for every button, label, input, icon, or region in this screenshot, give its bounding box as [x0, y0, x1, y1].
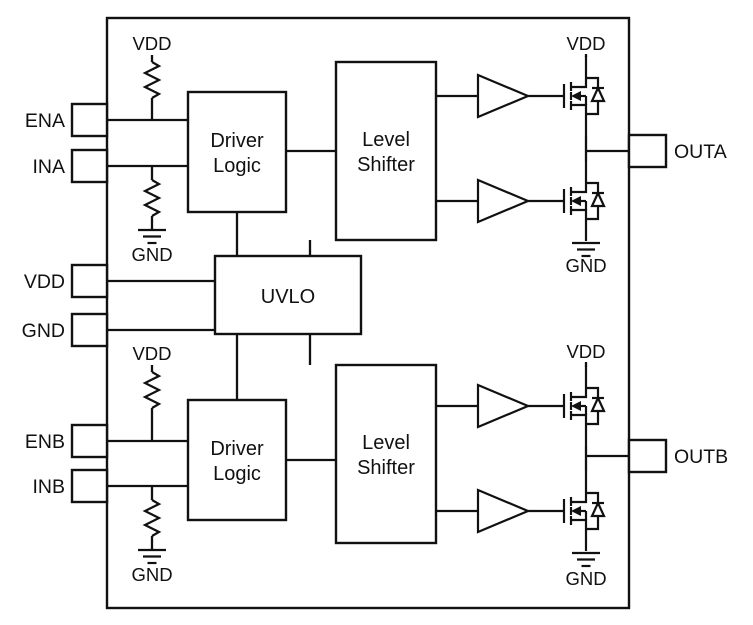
vdd-label-a-right: VDD — [566, 33, 605, 54]
pin-outa — [627, 133, 668, 169]
pin-label-outb: OUTB — [674, 446, 728, 468]
level-shifter-b-label-line2: Shifter — [357, 457, 415, 479]
wires — [107, 54, 629, 551]
driver-logic-a-label-line2: Logic — [213, 155, 261, 177]
level-shifter-a-block — [334, 60, 438, 242]
wire-uvlo-links — [235, 212, 312, 400]
channel-a-output-stage: VDD GND — [476, 33, 607, 276]
gnd-label-a-right: GND — [565, 255, 606, 276]
level-shifter-a-label-line1: Level — [362, 129, 410, 151]
pin-enb — [70, 423, 109, 459]
level-shifter-a-label-line2: Shifter — [357, 154, 415, 176]
vdd-label-b-right: VDD — [566, 341, 605, 362]
driver-logic-a-block — [186, 90, 288, 214]
wire-block-interconnect — [286, 94, 564, 513]
right-pins: OUTA OUTB — [627, 133, 728, 474]
wire-left-pins — [107, 118, 215, 488]
channel-b-output-stage: VDD GND — [476, 341, 607, 589]
level-shifter-b-label-line1: Level — [362, 432, 410, 454]
driver-logic-a-label-line1: Driver — [210, 130, 264, 152]
pin-label-enb: ENB — [25, 431, 65, 453]
pin-outb — [627, 438, 668, 474]
channel-a-input-rail: VDD GND — [131, 33, 172, 265]
gnd-label-a-left: GND — [131, 244, 172, 265]
pin-label-vdd: VDD — [24, 271, 65, 293]
pin-ina — [70, 148, 109, 184]
pin-inb — [70, 468, 109, 504]
pin-label-inb: INB — [32, 476, 65, 498]
left-pins: ENA INA VDD GND ENB INB — [22, 102, 109, 504]
pin-gnd — [70, 312, 109, 348]
gnd-label-b-left: GND — [131, 564, 172, 585]
wire-right-pins — [586, 149, 629, 458]
uvlo-block — [213, 254, 363, 336]
driver-logic-b-label-line2: Logic — [213, 463, 261, 485]
level-shifter-b-block — [334, 363, 438, 545]
gnd-label-b-right: GND — [565, 568, 606, 589]
driver-logic-b-block — [186, 398, 288, 522]
pin-label-gnd: GND — [22, 320, 65, 342]
vdd-label-b-left: VDD — [132, 343, 171, 364]
driver-logic-b-label-line1: Driver — [210, 438, 264, 460]
pin-label-ina: INA — [32, 156, 65, 178]
uvlo-label: UVLO — [261, 286, 315, 308]
blocks: Driver Logic Level Shifter UVLO Driver L… — [186, 60, 438, 545]
pin-vdd — [70, 263, 109, 299]
pin-label-ena: ENA — [25, 110, 65, 132]
pin-label-outa: OUTA — [674, 141, 727, 163]
pin-ena — [70, 102, 109, 138]
vdd-label-a-left: VDD — [132, 33, 171, 54]
channel-b-input-rail: VDD GND — [131, 343, 172, 585]
